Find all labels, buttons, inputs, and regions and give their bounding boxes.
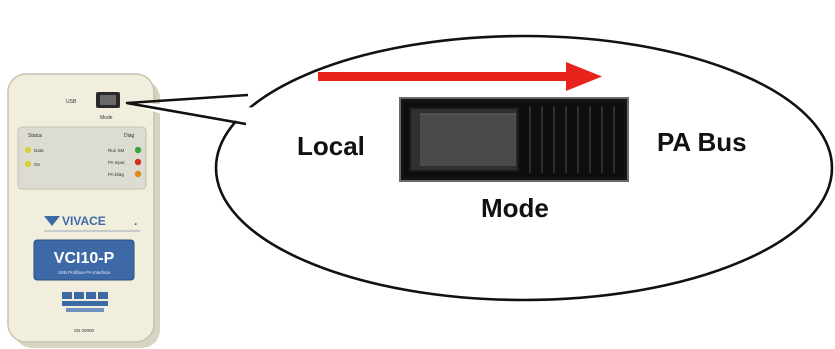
mode-port-inner — [100, 95, 116, 105]
label-mode: Mode — [481, 193, 549, 223]
status-title: Status — [28, 133, 43, 139]
brand-logo-icon — [44, 216, 60, 226]
model-name: VCI10-P — [54, 250, 115, 267]
switch-knob[interactable] — [420, 114, 516, 166]
label-pa-bus: PA Bus — [657, 127, 747, 157]
diag-title: Diag — [124, 133, 135, 139]
brand-name: VIVACE — [62, 214, 106, 228]
port-left-label: USB — [66, 99, 77, 105]
label-local: Local — [297, 131, 365, 161]
callout-pointer-line — [125, 93, 249, 126]
port-bottom-label: Mode — [100, 115, 113, 121]
device-footer: SN 00000 — [74, 328, 95, 333]
mode-switch[interactable] — [399, 97, 629, 182]
arrow-head-icon — [566, 62, 602, 91]
brand-dot: . — [134, 214, 137, 228]
led-on-label: On — [34, 162, 41, 167]
led-run-label: Run SM — [108, 148, 125, 153]
led-input-label: PA Input — [108, 160, 125, 165]
led-diag-label: PA Diag — [108, 172, 124, 177]
led-input — [134, 158, 142, 166]
direction-arrow — [318, 62, 602, 91]
profibus-logo-icon — [62, 292, 108, 312]
model-plate — [33, 239, 135, 281]
arrow-shaft — [318, 72, 572, 81]
led-data-label: Data — [34, 148, 44, 153]
led-data — [24, 146, 32, 154]
callout-pointer-cover — [127, 103, 276, 150]
indicator-panel — [17, 126, 147, 190]
led-diag — [134, 170, 142, 178]
vci10-device: USB Mode Status Diag Data On Run SM PA I… — [7, 73, 160, 348]
led-on — [24, 160, 32, 168]
model-subtitle: USB Profibus-PA Interface — [58, 270, 111, 275]
led-run — [134, 146, 142, 154]
switch-grip — [529, 106, 615, 173]
